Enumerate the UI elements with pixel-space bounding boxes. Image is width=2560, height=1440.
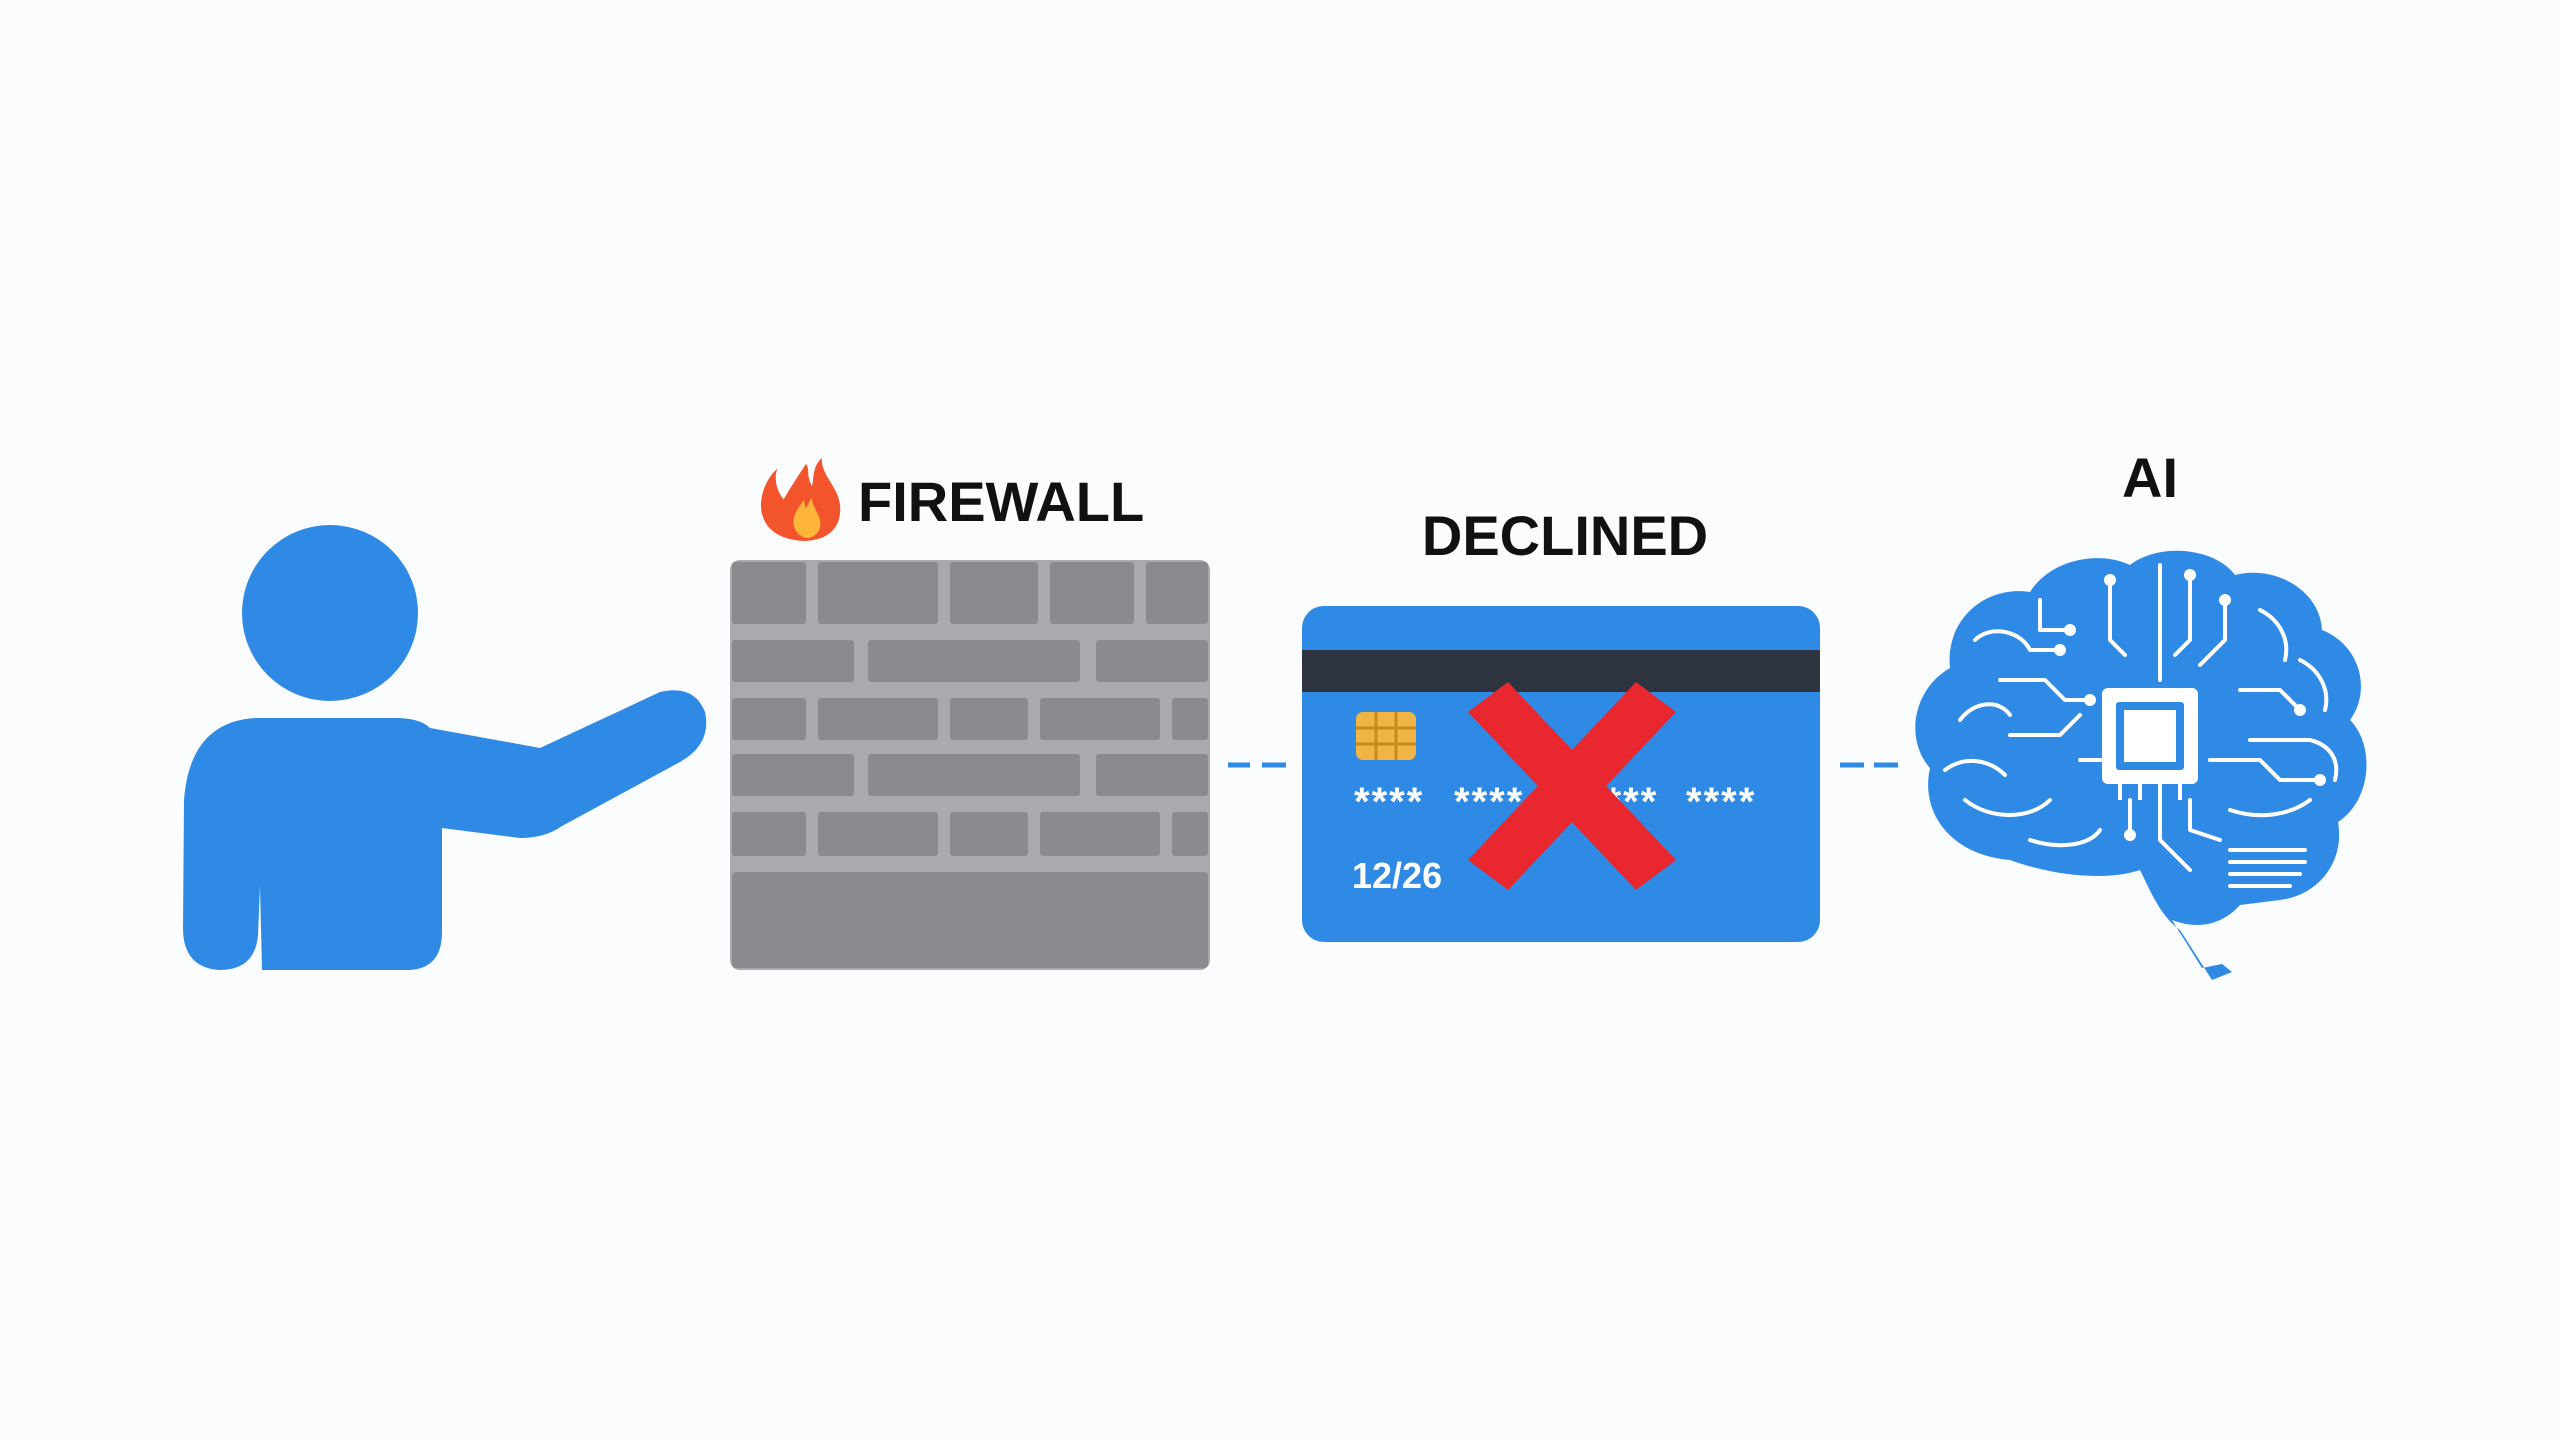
firewall-label: FIREWALL (858, 470, 1144, 533)
magnetic-stripe (1302, 650, 1820, 692)
person-pointing-icon (183, 525, 707, 970)
card-expiry: 12/26 (1352, 855, 1442, 896)
ai-brain-circuit-icon (1915, 550, 2367, 980)
brain-chip (2102, 688, 2198, 800)
declined-label: DECLINED (1422, 504, 1708, 567)
brick-wall-icon (730, 560, 1210, 970)
fire-icon (760, 458, 841, 541)
red-x-icon (1468, 682, 1676, 890)
ai-label: AI (2122, 446, 2178, 509)
card-number-group-4: **** (1686, 780, 1756, 824)
card-number-group-1: **** (1354, 780, 1424, 824)
card-chip-icon (1356, 712, 1416, 760)
